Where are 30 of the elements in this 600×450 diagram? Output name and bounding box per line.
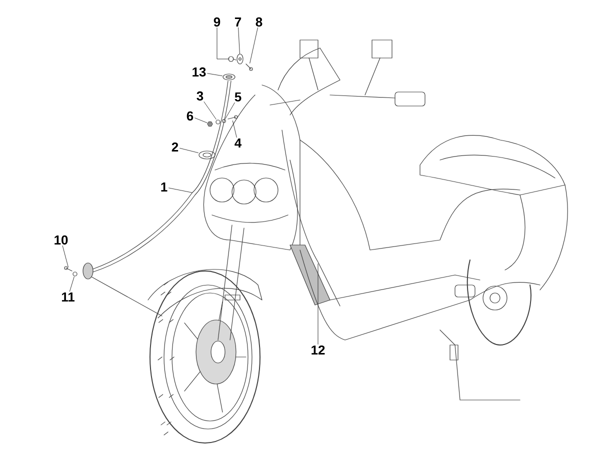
leader-line [238, 27, 240, 54]
screw [64, 266, 72, 272]
leader-line [180, 148, 198, 154]
callout-number: 10 [54, 235, 68, 245]
callout-number: 11 [62, 292, 74, 302]
leader-line [168, 188, 192, 193]
leader-line [216, 28, 230, 60]
leader-line [62, 246, 68, 268]
cable [92, 80, 232, 272]
cable [282, 130, 340, 306]
screw [228, 56, 236, 62]
leader-line [207, 73, 222, 76]
callout-number: 5 [234, 92, 242, 102]
leader-line [194, 118, 208, 124]
leader-line [69, 276, 74, 292]
callout-number: 9 [214, 17, 220, 27]
screw [228, 115, 238, 120]
leader-line [225, 102, 235, 119]
leader-line [204, 102, 216, 120]
grommet [222, 74, 236, 80]
screw [246, 64, 253, 71]
callout-number: 8 [256, 17, 262, 27]
leader-line [250, 28, 258, 64]
leader-line [232, 120, 237, 138]
clip [236, 54, 244, 64]
callout-number: 13 [192, 67, 206, 77]
callout-number: 12 [312, 345, 325, 355]
washer [72, 272, 78, 276]
callout-number: 4 [234, 138, 242, 148]
callout-number: 7 [234, 18, 242, 26]
